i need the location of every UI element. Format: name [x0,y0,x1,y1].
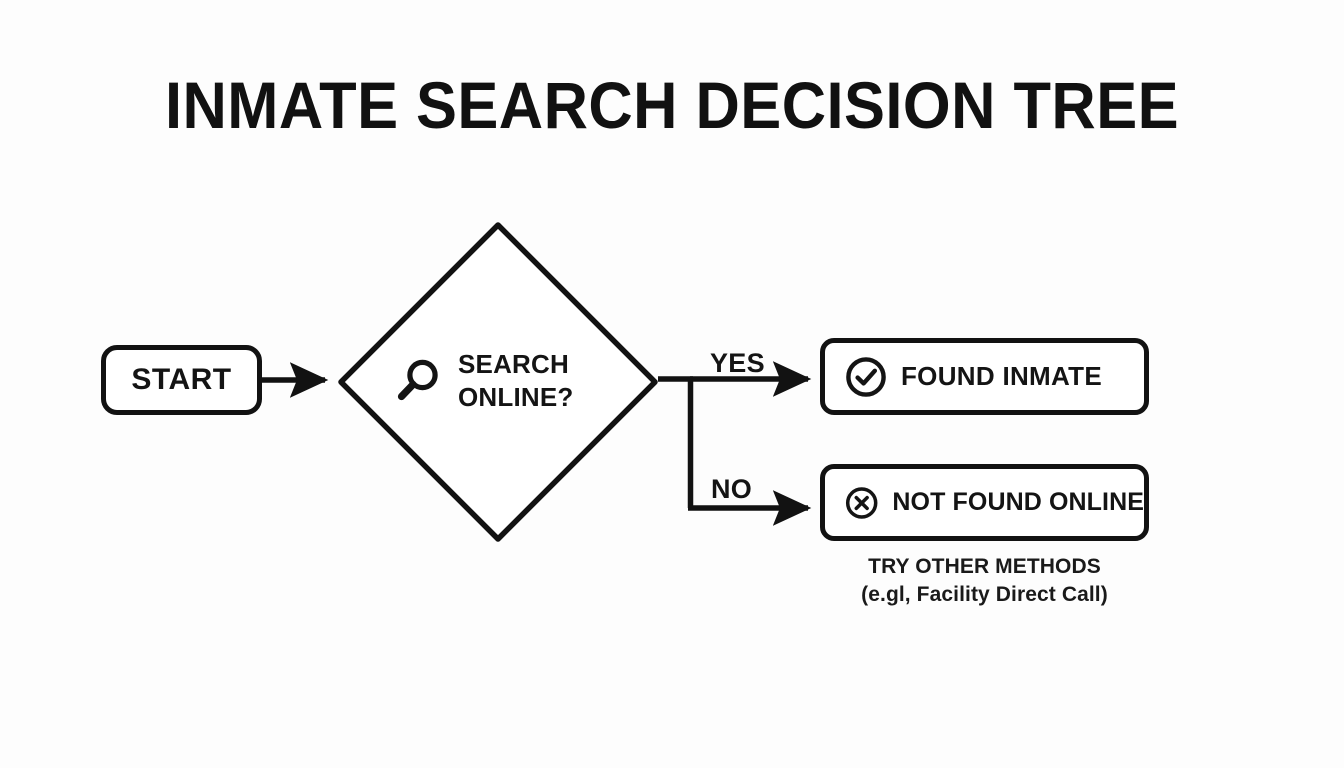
edge-label-no: NO [711,474,753,504]
footnote-line1: TRY OTHER METHODS [868,555,1101,578]
node-not-found-online[interactable]: NOT FOUND ONLINE [820,464,1149,541]
node-decision-content: SEARCH ONLINE? [392,348,574,415]
node-decision-line1: SEARCH [458,349,569,379]
node-decision-label: SEARCH ONLINE? [458,348,574,415]
check-circle-icon [846,356,886,397]
node-not-found-online-label: NOT FOUND ONLINE [892,488,1144,516]
node-start[interactable]: START [101,345,262,415]
node-start-label: START [131,363,232,396]
node-found-inmate-label: FOUND INMATE [901,361,1102,391]
edge-label-yes: YES [710,348,765,378]
magnifier-icon [397,360,438,401]
footnote-line2: (e.gl, Facility Direct Call) [861,582,1108,606]
not-found-footnote: TRY OTHER METHODS (e.gl, Facility Direct… [820,553,1149,608]
node-found-inmate[interactable]: FOUND INMATE [820,338,1149,415]
page-title: INMATE SEARCH DECISION TREE [164,68,1180,142]
x-circle-icon [845,486,878,519]
node-decision-line2: ONLINE? [458,382,574,413]
node-decision-shape[interactable] [334,218,662,546]
